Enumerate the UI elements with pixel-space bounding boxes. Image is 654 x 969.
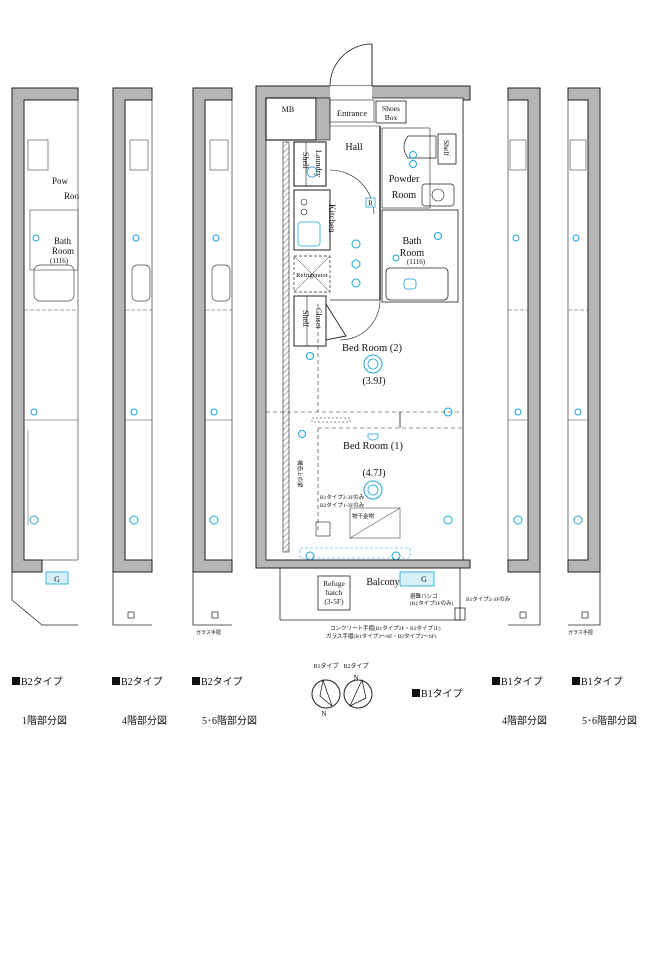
- svg-text:Room: Room: [400, 248, 425, 259]
- svg-text:Shelf: Shelf: [301, 152, 310, 169]
- svg-text:Laundry: Laundry: [314, 150, 323, 177]
- caption-b2-4f: B2タイプ 4階部分図: [112, 650, 167, 741]
- shoes-box-label-2: Box: [385, 113, 398, 122]
- hall-label: Hall: [345, 142, 362, 153]
- g-icon-main: G: [421, 575, 427, 584]
- room-fragment: Roo: [64, 191, 80, 201]
- partial-plan-b1-56f: ガラス手摺: [567, 87, 601, 636]
- g-icon: G: [54, 575, 60, 584]
- square-bullet-icon: [492, 677, 500, 685]
- svg-text:N: N: [353, 674, 358, 682]
- svg-text:物干金物: 物干金物: [352, 512, 375, 520]
- square-bullet-icon: [572, 677, 580, 685]
- caption-b1-4f: B1タイプ 4階部分図: [492, 650, 547, 741]
- compass: B1タイプ B2タイプ N N: [311, 662, 373, 718]
- svg-text:Balcony: Balcony: [366, 577, 399, 588]
- bedroom-1: Bed Room (1) (4.7J) B1タイプ2-3Fのみ B2タイプ1-3…: [296, 412, 463, 561]
- svg-text:MB: MB: [282, 105, 294, 114]
- square-bullet-icon: [12, 677, 20, 685]
- svg-text:構造上の梁: 構造上の梁: [296, 460, 304, 488]
- caption-b1: B1タイプ: [412, 662, 463, 714]
- caption-b2-56f: B2タイプ 5･6階部分図: [192, 650, 257, 741]
- svg-text:ガラス手摺(B1タイプ3～6F・B2タイプ2～6F): ガラス手摺(B1タイプ3～6F・B2タイプ2～6F): [326, 632, 437, 640]
- bath-label: Bath: [54, 236, 71, 246]
- svg-text:Closet: Closet: [314, 308, 323, 329]
- square-bullet-icon: [112, 677, 120, 685]
- svg-text:(3-5F): (3-5F): [324, 597, 344, 606]
- svg-text:避難ハシゴ: 避難ハシゴ: [410, 592, 438, 600]
- caption-b1-56f: B1タイプ 5･6階部分図: [572, 650, 637, 741]
- svg-text:(3.9J): (3.9J): [362, 376, 385, 387]
- main-plan: MB Entrance Shoes Box Hall Shelf Laundry: [255, 43, 511, 640]
- svg-text:Shelf: Shelf: [442, 140, 451, 156]
- glass-rail-note-right: ガラス手摺: [568, 629, 593, 636]
- room-label: Room: [52, 246, 74, 256]
- svg-text:N: N: [321, 710, 326, 718]
- svg-text:Bath: Bath: [403, 236, 422, 247]
- svg-text:hatch: hatch: [326, 588, 342, 597]
- laundry-shelf: Shelf Laundry: [293, 141, 327, 187]
- glass-rail-note-left: ガラス手摺: [196, 629, 221, 636]
- bedroom-2: Bed Room (2) (3.9J): [266, 304, 463, 423]
- svg-text:(1116): (1116): [407, 258, 426, 266]
- svg-text:(B1タイプ2Fのみ): (B1タイプ2Fのみ): [410, 599, 454, 607]
- partial-plan-b2-4f: [112, 87, 153, 626]
- svg-text:B1タイプ2-3Fのみ: B1タイプ2-3Fのみ: [466, 595, 511, 603]
- svg-text:Bed Room (1): Bed Room (1): [343, 441, 404, 452]
- svg-text:Kitchen: Kitchen: [327, 204, 337, 233]
- compass-b1-icon: N: [311, 678, 341, 718]
- powder-room: Shelf Powder Room R: [365, 127, 457, 209]
- mb-closet: MB: [265, 97, 317, 141]
- svg-text:Refuge: Refuge: [323, 579, 345, 588]
- partial-plan-b2-56f: ガラス手摺: [192, 87, 233, 636]
- kitchen: Kitchen: [293, 189, 361, 288]
- svg-text:Powder: Powder: [389, 174, 420, 185]
- shoes-box-label-1: Shoes: [382, 104, 400, 113]
- balcony: Refuge hatch (3-5F) Balcony G 避難ハシゴ (B1タ…: [279, 568, 511, 640]
- entrance-label: Entrance: [337, 108, 367, 118]
- svg-text:コンクリート手摺(B1タイプ2F・B2タイプ1F): コンクリート手摺(B1タイプ2F・B2タイプ1F): [330, 624, 441, 632]
- square-bullet-icon: [192, 677, 200, 685]
- svg-text:Bed Room (2): Bed Room (2): [342, 343, 403, 354]
- refrigerator: Refrigerator: [293, 255, 331, 293]
- caption-b2-1f: B2タイプ 1階部分図: [12, 650, 67, 741]
- compass-b2-icon: N: [343, 674, 373, 709]
- compass-b1-label: B1タイプ: [313, 662, 338, 670]
- svg-text:B1タイプ2-3Fのみ: B1タイプ2-3Fのみ: [320, 493, 365, 501]
- compass-b2-label: B2タイプ: [343, 662, 368, 670]
- bath-room: Bath Room (1116): [381, 209, 459, 303]
- svg-text:B2タイプ1-3Fのみ: B2タイプ1-3Fのみ: [320, 501, 365, 509]
- svg-text:Room: Room: [392, 190, 417, 201]
- svg-text:Shelf: Shelf: [301, 310, 310, 327]
- bath-size: (1116): [50, 257, 69, 265]
- powder-fragment: Pow: [52, 176, 69, 186]
- svg-text:(4.7J): (4.7J): [362, 468, 385, 479]
- r-icon: R: [368, 200, 373, 208]
- partial-plan-b1-4f: [507, 87, 541, 626]
- square-bullet-icon: [412, 689, 420, 697]
- svg-text:Refrigerator: Refrigerator: [296, 272, 329, 279]
- partial-plan-b2-1f: G Pow Roo Bath Room (1116): [11, 87, 80, 626]
